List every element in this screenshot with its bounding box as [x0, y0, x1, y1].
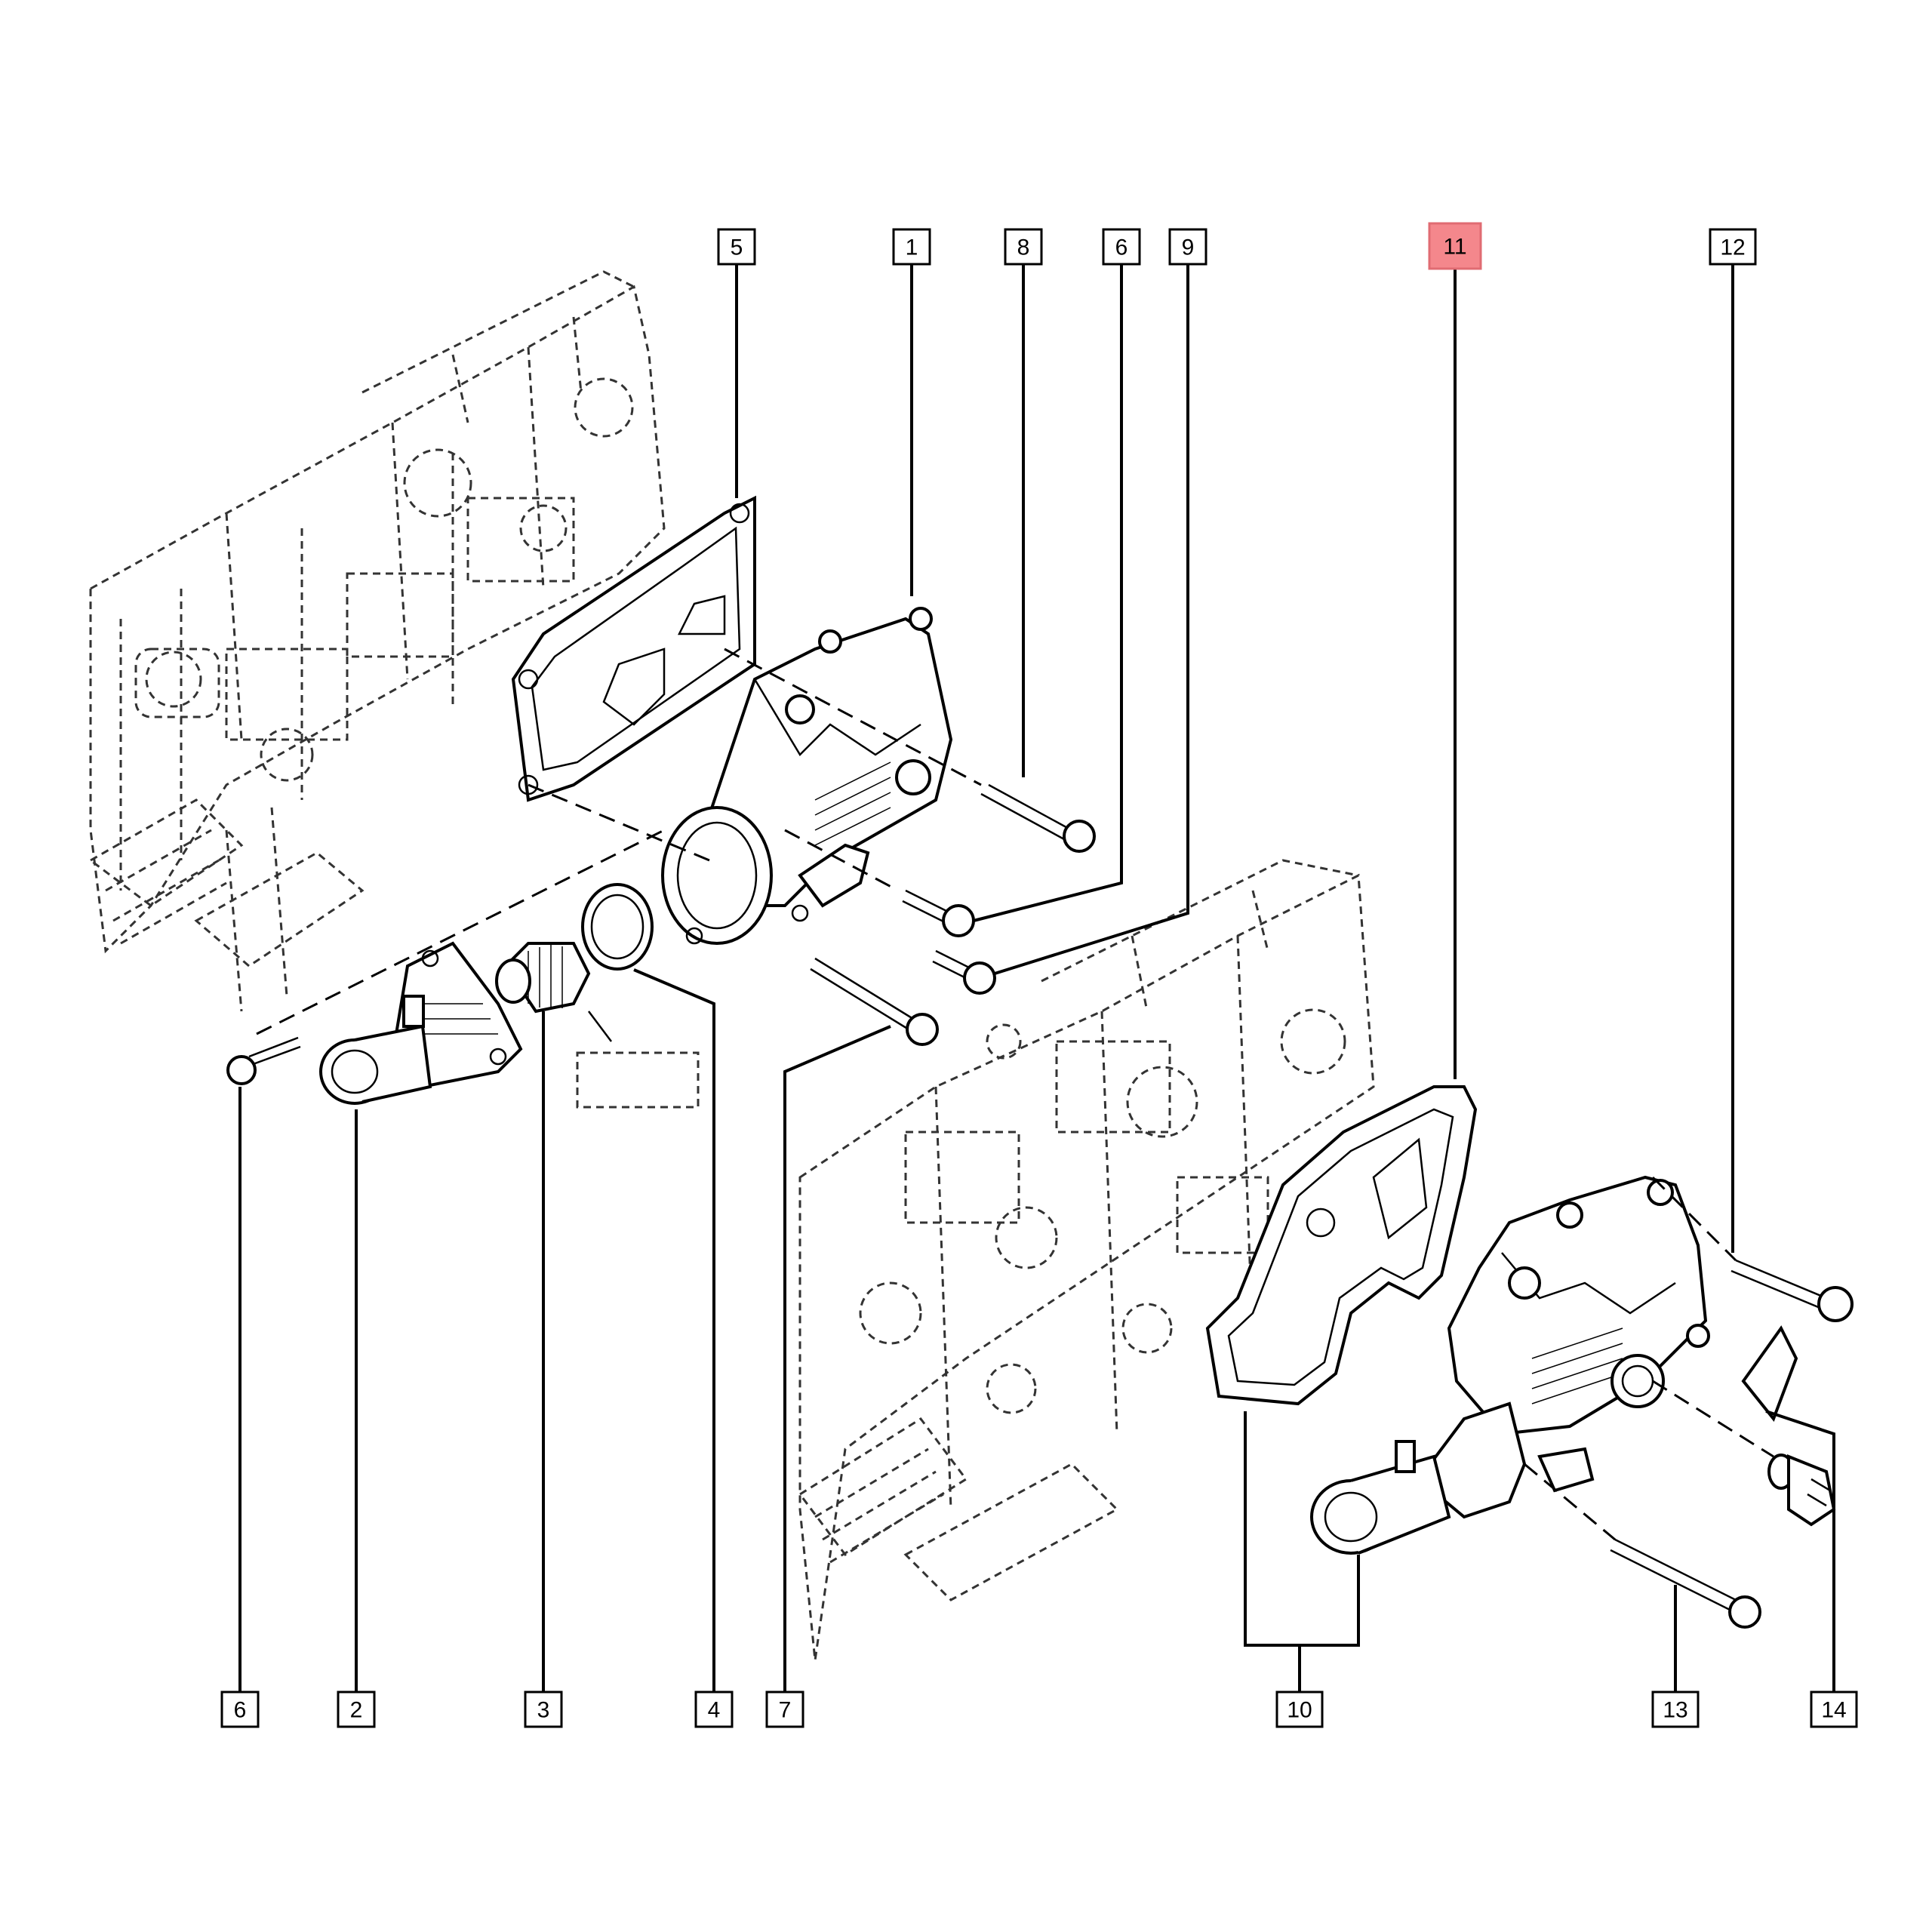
callout-9: 9 — [1168, 228, 1208, 266]
callout-6-bottom: 6 — [220, 1690, 260, 1728]
svg-text:9: 9 — [1182, 235, 1195, 260]
svg-text:3: 3 — [537, 1698, 550, 1723]
bolt-part-9 — [932, 949, 996, 995]
callout-11-highlighted: 11 — [1428, 222, 1482, 270]
svg-text:10: 10 — [1287, 1698, 1312, 1723]
svg-text:5: 5 — [731, 235, 743, 260]
callout-3: 3 — [524, 1690, 563, 1728]
gasket-part-10 — [1205, 1085, 1478, 1406]
bolt-part-12 — [1730, 1259, 1854, 1322]
thermostat-part-3 — [495, 942, 612, 1042]
housing-assembly-right — [1310, 1175, 1710, 1555]
assembly-axis — [1651, 1176, 1737, 1262]
svg-text:11: 11 — [1443, 235, 1466, 260]
housing-part-1 — [661, 607, 953, 945]
bolt-part-13 — [1610, 1538, 1761, 1629]
thermostat-reference-box — [576, 1051, 700, 1109]
seal-ring-part-4 — [581, 883, 654, 971]
assembly-axis — [784, 829, 899, 892]
assembly-axis — [528, 783, 710, 862]
bolt-part-6-right — [902, 889, 975, 937]
bolt-part-8 — [980, 783, 1096, 853]
leader-lines — [238, 263, 1835, 1692]
gasket-part-5 — [511, 495, 756, 802]
callout-13: 13 — [1651, 1690, 1700, 1728]
svg-text:12: 12 — [1720, 235, 1745, 260]
callout-1: 1 — [892, 228, 931, 266]
svg-text:8: 8 — [1017, 235, 1030, 260]
assembly-axis — [1652, 1380, 1774, 1458]
callout-14: 14 — [1810, 1690, 1858, 1728]
sensor-part-14 — [1767, 1454, 1836, 1527]
callout-10: 10 — [1275, 1690, 1324, 1728]
svg-text:4: 4 — [708, 1698, 721, 1723]
svg-text:7: 7 — [779, 1698, 792, 1723]
engine-block-ghost-left — [88, 270, 666, 1012]
callout-5: 5 — [717, 228, 756, 266]
svg-text:6: 6 — [1115, 235, 1128, 260]
engine-block-ghost-right — [798, 859, 1375, 1661]
callout-6-top: 6 — [1102, 228, 1141, 266]
assembly-axis — [724, 648, 982, 786]
callout-7: 7 — [765, 1690, 804, 1728]
outlet-flange-part-2 — [319, 941, 523, 1105]
clip-part-14 — [1741, 1325, 1798, 1422]
assembly-axis — [1524, 1463, 1616, 1541]
callout-4: 4 — [694, 1690, 734, 1728]
bolt-part-6-left — [226, 1036, 301, 1085]
svg-text:6: 6 — [234, 1698, 247, 1723]
svg-text:2: 2 — [350, 1698, 363, 1723]
callout-2: 2 — [337, 1690, 376, 1728]
callout-8: 8 — [1004, 228, 1043, 266]
svg-text:1: 1 — [906, 235, 918, 260]
bolt-part-7 — [810, 957, 939, 1046]
callout-12: 12 — [1709, 228, 1757, 266]
svg-text:14: 14 — [1821, 1698, 1846, 1723]
svg-text:13: 13 — [1663, 1698, 1687, 1723]
